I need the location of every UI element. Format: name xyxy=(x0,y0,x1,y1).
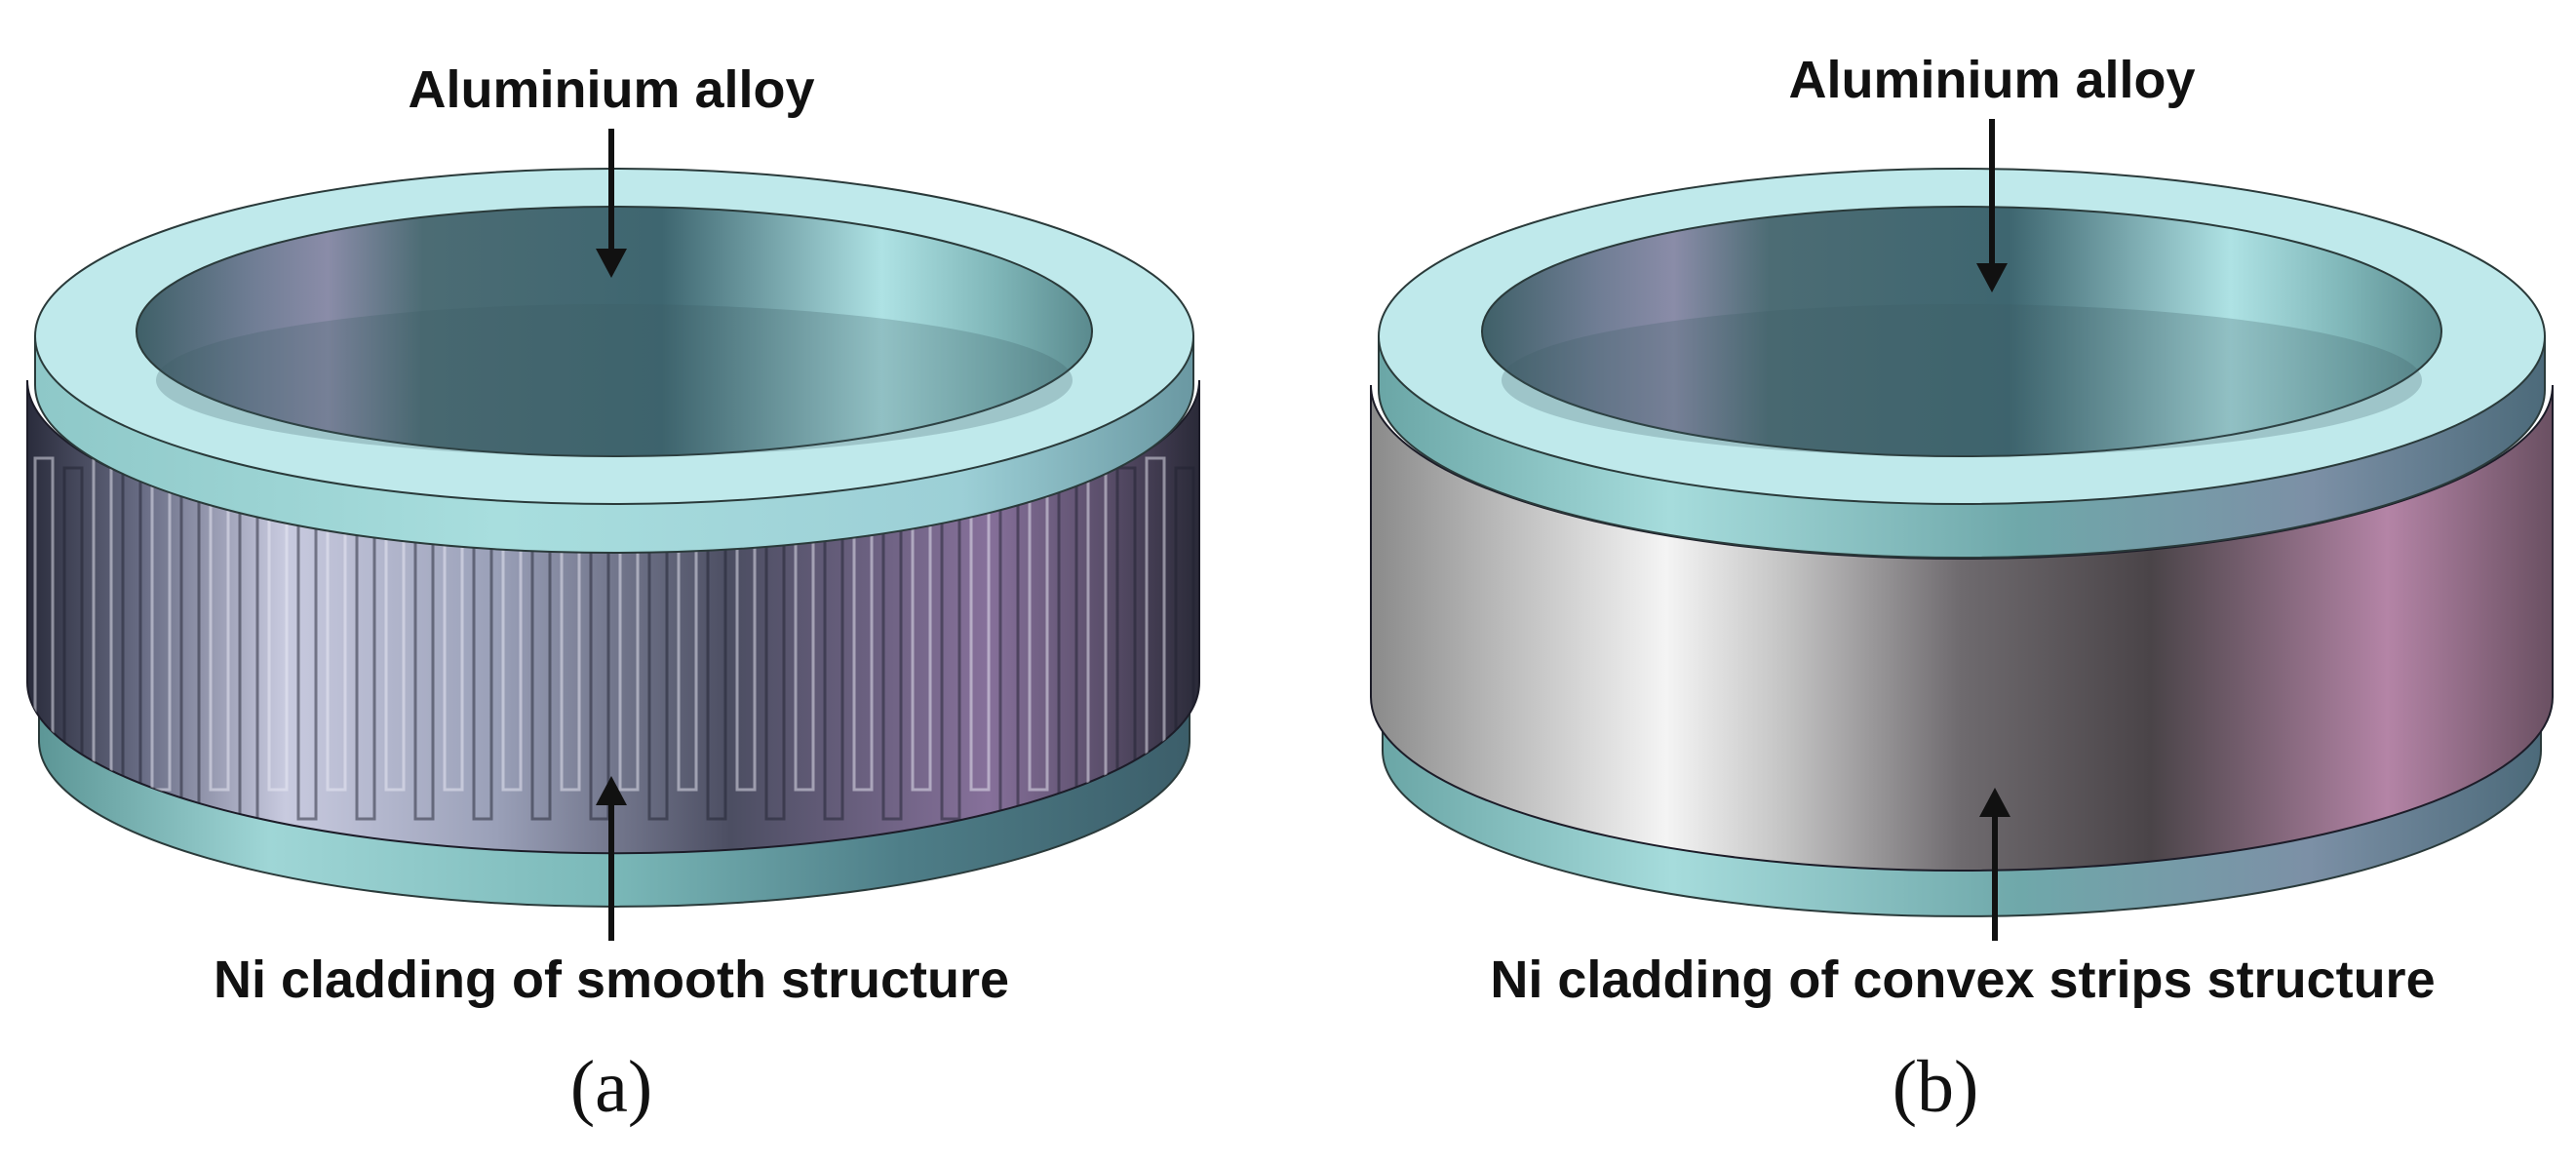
arrow-bottom-b xyxy=(1979,788,2010,941)
inner-floor-shadow xyxy=(156,304,1073,456)
ring-smooth-structure xyxy=(26,168,1200,908)
arrow-bottom-a xyxy=(596,776,627,941)
ni-meander-pattern xyxy=(27,380,1199,854)
inner-floor-shadow-b xyxy=(1502,304,2422,456)
arrow-top-a xyxy=(596,129,627,278)
inner-wall-b xyxy=(1481,206,2442,457)
label-aluminium-alloy-a: Aluminium alloy xyxy=(408,60,814,119)
panel-a: Aluminium alloy Ni cladding of smooth st… xyxy=(26,60,1200,1128)
arrow-top-b xyxy=(1976,119,2008,292)
panel-b: Aluminium alloy Ni cladding of convex st… xyxy=(1370,51,2554,1128)
ring-convex-strips-structure xyxy=(1370,168,2554,917)
label-ni-cladding-b: Ni cladding of convex strips structure xyxy=(1490,951,2435,1009)
label-aluminium-alloy-b: Aluminium alloy xyxy=(1788,51,2195,109)
caption-b: (b) xyxy=(1893,1046,1979,1128)
caption-a: (a) xyxy=(570,1046,652,1128)
label-ni-cladding-a: Ni cladding of smooth structure xyxy=(214,951,1009,1009)
